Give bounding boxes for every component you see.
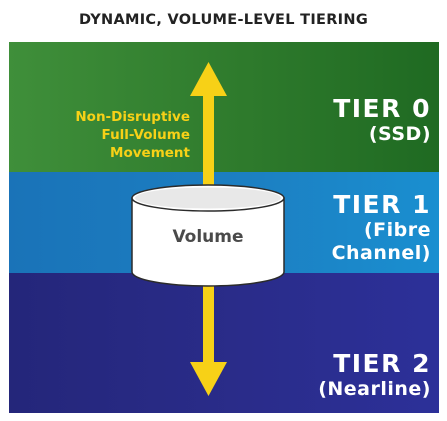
volume-cylinder-icon xyxy=(131,184,285,287)
tier-0-type: (SSD) xyxy=(368,123,431,145)
arrow-up-icon xyxy=(190,62,227,96)
volume-label: Volume xyxy=(172,227,244,247)
arrow-down-icon xyxy=(190,362,227,396)
movement-caption: Non-Disruptive Full-Volume Movement xyxy=(40,108,190,162)
tier-1-type-line1: (Fibre xyxy=(363,219,431,241)
movement-line-1: Non-Disruptive xyxy=(75,109,190,125)
tier-0-name: TIER 0 xyxy=(333,94,431,123)
tier-1-type-line2: Channel) xyxy=(331,242,431,264)
tier-0-band: TIER 0 (SSD) xyxy=(9,42,439,172)
tier-2-label: TIER 2 (Nearline) xyxy=(318,349,431,401)
tier-2-band: TIER 2 (Nearline) xyxy=(9,273,439,413)
tier-1-label: TIER 1 (Fibre Channel) xyxy=(332,190,431,265)
tier-2-name: TIER 2 xyxy=(333,349,431,378)
tier-1-name: TIER 1 xyxy=(333,190,431,219)
tier-0-label: TIER 0 (SSD) xyxy=(333,94,431,146)
movement-line-3: Movement xyxy=(110,145,190,161)
diagram-title: DYNAMIC, VOLUME-LEVEL TIERING xyxy=(78,12,369,28)
tier-2-type: (Nearline) xyxy=(318,378,431,400)
movement-line-2: Full-Volume xyxy=(101,127,190,143)
